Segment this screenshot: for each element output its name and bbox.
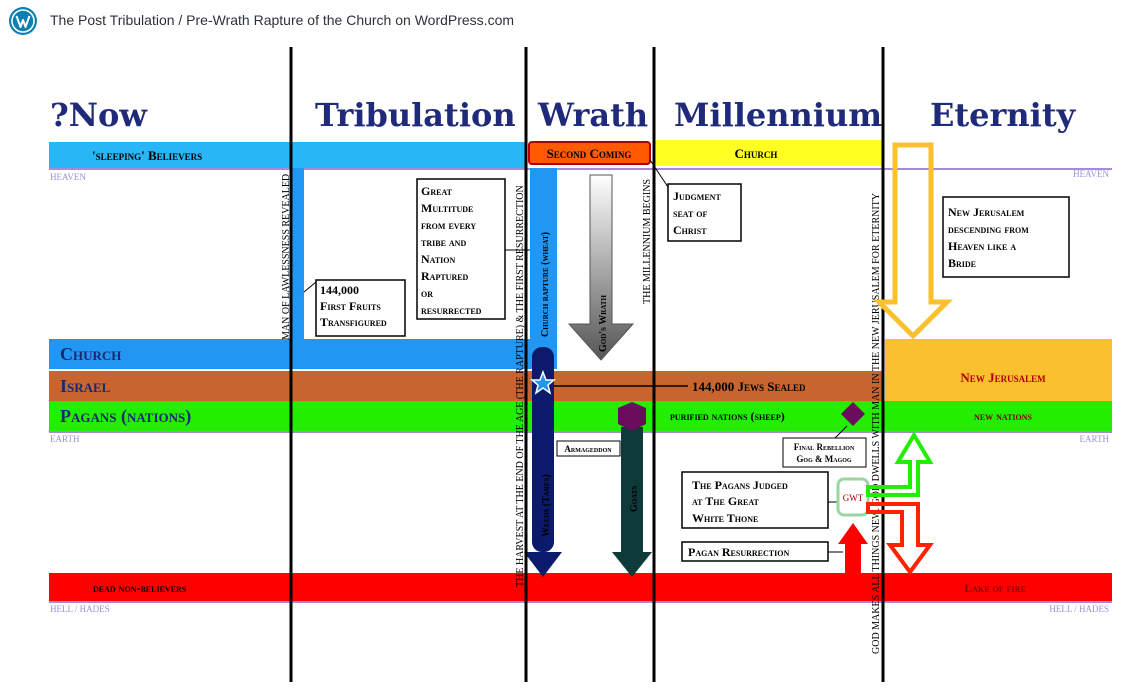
judgment-seat-line-2: seat of: [673, 206, 708, 220]
hell-right-label: HELL / HADES: [1049, 604, 1109, 614]
star-icon: [529, 369, 557, 395]
new-jerusalem-desc-box: [942, 196, 1070, 278]
pagans-band: [49, 401, 1112, 431]
first-fruits-line-1: 144,000: [320, 283, 359, 297]
new-nations-label: new nations: [974, 409, 1033, 423]
great-multitude-line-3: from every: [421, 218, 476, 232]
pagan-resurrection-label: Pagan Resurrection: [688, 545, 789, 559]
great-multitude-line-6: Raptured: [421, 269, 469, 283]
great-multitude-line-5: Nation: [421, 252, 456, 266]
man-of-lawlessness-label: MAN OF LAWLESSNESS REVEALED: [281, 174, 292, 340]
pagans-judged-line-3: White Thone: [692, 511, 758, 525]
new-jerusalem-label: New Jerusalem: [960, 370, 1046, 385]
jews-sealed-label: 144,000 Jews Sealed: [692, 379, 806, 394]
pagans-judged-line-2: at The Great: [692, 494, 759, 508]
weeds-arrow-shaft: [532, 347, 554, 552]
wordpress-logo-icon[interactable]: [8, 6, 38, 36]
final-rebellion-line-1: Final Rebellion: [794, 442, 855, 452]
first-fruits-pointer: [303, 281, 317, 293]
judgment-seat-line-1: Judgment: [673, 189, 721, 203]
harvest-label: THE HARVEST AT THE END OF THE AGE (THE R…: [515, 185, 526, 587]
great-multitude-line-2: Multitude: [421, 201, 473, 215]
pagans-judged-box: [681, 471, 829, 529]
top-bar: The Post Tribulation / Pre-Wrath Rapture…: [0, 0, 1143, 42]
weeds-arrowhead: [524, 552, 562, 577]
first-fruits-box: [315, 279, 406, 337]
header-tribulation: Tribulation: [315, 96, 516, 134]
great-multitude-box: [416, 178, 506, 320]
final-rebellion-diamond-icon: [841, 402, 865, 426]
israel-label: Israel: [60, 376, 111, 396]
header-wrath: Wrath: [537, 96, 648, 134]
church-millennium-band: [656, 140, 882, 166]
earth-left-label: EARTH: [50, 434, 80, 444]
gods-wrath-label: God's Wrath: [598, 294, 609, 352]
final-rebellion-pointer: [834, 425, 848, 439]
judgment-seat-line-3: Christ: [673, 223, 707, 237]
resurrection-arrowhead: [838, 523, 868, 544]
lake-of-fire-arrow: [866, 502, 934, 576]
church-band: [49, 339, 557, 369]
millennium-begins-label: THE MILLENNIUM BEGINS: [642, 179, 653, 304]
first-fruits-line-3: Transfigured: [320, 315, 387, 329]
lake-of-fire-label: Lake of fire: [964, 581, 1026, 595]
dead-non-believers-band: [49, 573, 1112, 601]
pagans-judged-line-1: The Pagans Judged: [692, 478, 788, 492]
second-coming-box: [528, 141, 651, 165]
church-millennium-label: Church: [735, 146, 778, 161]
armageddon-box: [556, 440, 621, 457]
church-label: Church: [60, 344, 121, 364]
great-multitude-line-1: Great: [421, 184, 453, 198]
final-rebellion-box: [782, 437, 867, 468]
second-coming-pointer: [649, 159, 669, 188]
purified-nations-label: purified nations (sheep): [670, 409, 785, 423]
church-rapture-label: Church rapture (wheat): [540, 232, 551, 337]
header-millennium: Millennium: [674, 96, 882, 134]
new-jerusalem-desc-line-2: descending from: [948, 222, 1029, 236]
gwt-label: GWT: [843, 493, 864, 503]
great-multitude-line-4: tribe and: [421, 235, 466, 249]
great-multitude-line-8: resurrected: [421, 303, 482, 317]
judgment-seat-box: [667, 183, 742, 242]
goats-arrow-shaft: [621, 427, 643, 552]
new-nations-arrow: [866, 431, 934, 497]
sleeping-believers-label: 'sleeping' Believers: [92, 148, 202, 163]
new-jerusalem-desc-line-4: Bride: [948, 256, 976, 270]
heaven-left-label: HEAVEN: [50, 172, 86, 182]
new-jerusalem-desc-line-3: Heaven like a: [948, 239, 1016, 253]
earth-right-label: EARTH: [1080, 434, 1110, 444]
end-times-diagram: ?Now Tribulation Wrath Millennium Eterni…: [49, 47, 1112, 682]
goats-arrowhead: [612, 552, 652, 577]
israel-band: [49, 371, 882, 401]
new-jerusalem-descent-arrow: [872, 142, 954, 340]
tribulation-church-area: [292, 168, 304, 340]
hell-left-label: HELL / HADES: [50, 604, 110, 614]
new-jerusalem-band: [885, 339, 1112, 401]
resurrection-arrow-shaft: [845, 542, 861, 574]
heaven-right-label: HEAVEN: [1073, 169, 1109, 179]
goats-label: Goats: [629, 486, 640, 512]
great-multitude-line-7: or: [421, 286, 433, 300]
second-coming-label: Second Coming: [547, 146, 632, 161]
header-eternity: Eternity: [930, 96, 1077, 134]
dead-non-believers-label: dead non-believers: [93, 581, 187, 595]
gods-wrath-arrow: [567, 174, 635, 361]
new-jerusalem-desc-line-1: New Jerusalem: [948, 205, 1025, 219]
header-now: ?Now: [50, 96, 148, 134]
site-title-link[interactable]: The Post Tribulation / Pre-Wrath Rapture…: [50, 12, 515, 28]
sleeping-believers-band: [49, 142, 526, 168]
all-things-new-label: GOD MAKES ALL THINGS NEW. GOD DWELLS WIT…: [871, 193, 882, 654]
final-rebellion-line-2: Gog & Magog: [796, 454, 851, 464]
armageddon-hexagon-icon: [618, 402, 646, 431]
wheat-column: [530, 168, 557, 340]
pagans-label: Pagans (nations): [60, 406, 191, 427]
armageddon-label: Armageddon: [564, 444, 612, 454]
weeds-label: Weeds (Tares): [541, 474, 552, 537]
first-fruits-line-2: First Fruits: [320, 299, 381, 313]
